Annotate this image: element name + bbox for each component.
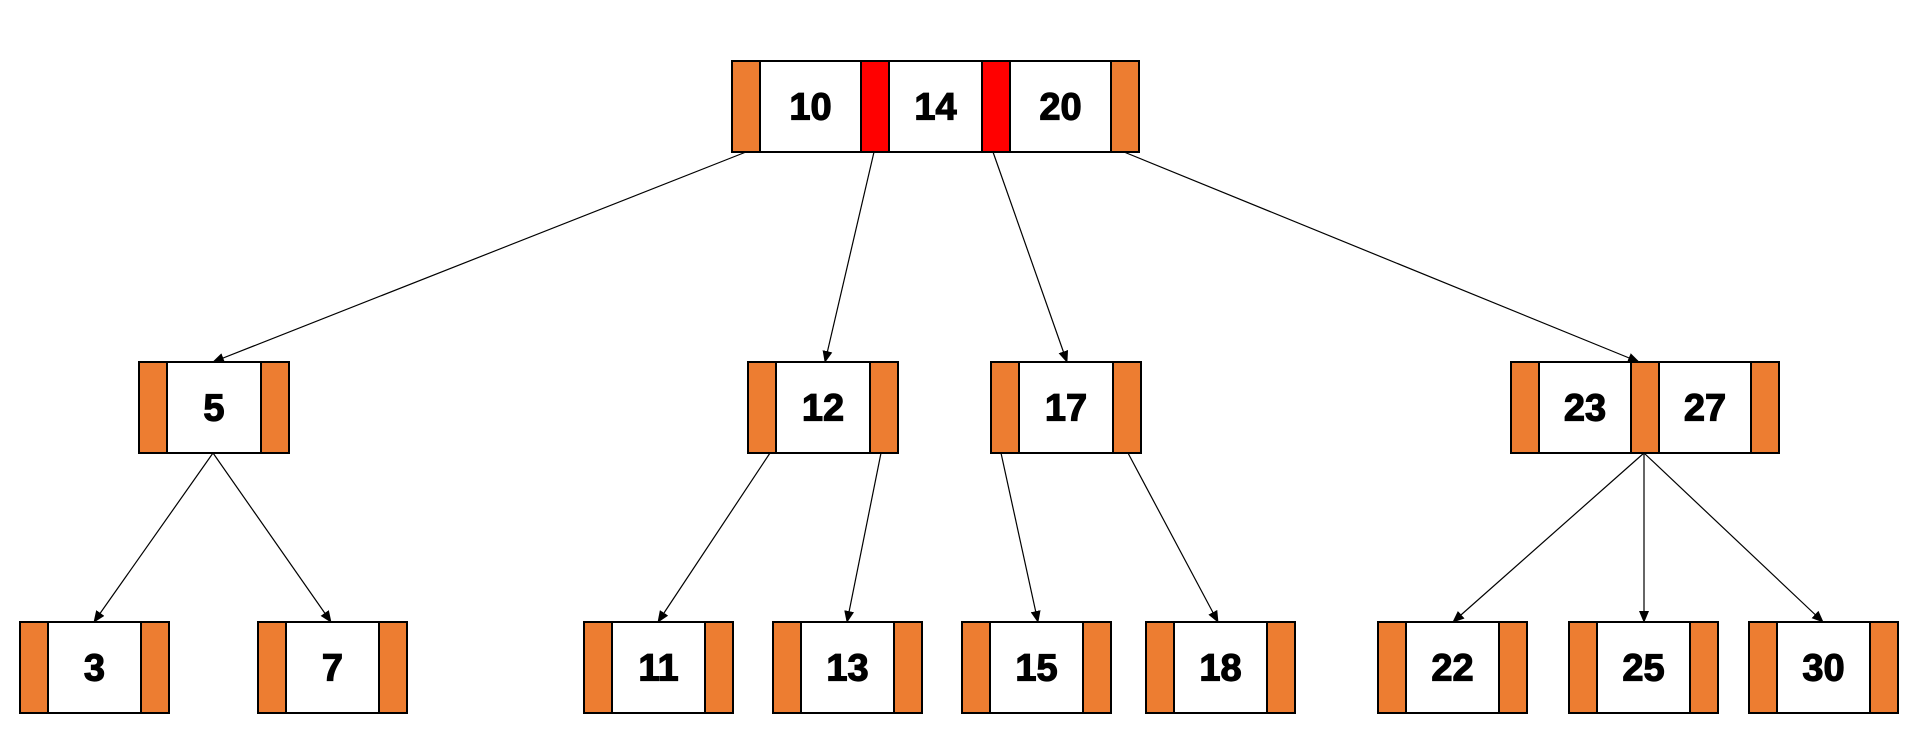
key-label: 27 bbox=[1684, 388, 1726, 430]
edge-root-to-n23_27 bbox=[1123, 151, 1640, 363]
pointer-cell bbox=[1110, 60, 1140, 153]
edge-root-to-n12 bbox=[822, 151, 875, 363]
key-cell bbox=[1776, 621, 1871, 714]
key-label: 13 bbox=[826, 648, 868, 690]
pointer-cell bbox=[1630, 361, 1660, 454]
pointer-cell bbox=[1748, 621, 1778, 714]
key-label: 22 bbox=[1431, 648, 1473, 690]
node-n15: 15 bbox=[961, 621, 1112, 714]
node-n7: 7 bbox=[257, 621, 408, 714]
node-n22: 22 bbox=[1377, 621, 1528, 714]
key-label: 11 bbox=[638, 648, 678, 690]
edge-n23_27-to-n30 bbox=[1643, 452, 1824, 623]
key-cell bbox=[989, 621, 1084, 714]
pointer-cell bbox=[260, 361, 290, 454]
pointer-cell bbox=[869, 361, 899, 454]
pointer-cell bbox=[893, 621, 923, 714]
pointer-cell bbox=[747, 361, 777, 454]
key-label: 25 bbox=[1622, 648, 1664, 690]
pointer-cell bbox=[1498, 621, 1528, 714]
edge-n23_27-to-n22 bbox=[1452, 452, 1645, 623]
edge-root-to-n5 bbox=[212, 151, 747, 363]
key-label: 30 bbox=[1802, 648, 1844, 690]
key-cell bbox=[1173, 621, 1268, 714]
pointer-cell bbox=[1869, 621, 1899, 714]
edge-n17-to-n15 bbox=[1000, 452, 1041, 623]
key-cell bbox=[1018, 361, 1114, 454]
key-cell bbox=[1405, 621, 1500, 714]
key-cell bbox=[1596, 621, 1691, 714]
pointer-cell bbox=[138, 361, 168, 454]
key-label: 10 bbox=[789, 87, 831, 129]
node-n11: 11 bbox=[583, 621, 734, 714]
key-label: 5 bbox=[203, 388, 224, 430]
pointer-cell bbox=[961, 621, 991, 714]
key-cell bbox=[285, 621, 380, 714]
node-n18: 18 bbox=[1145, 621, 1296, 714]
key-label: 23 bbox=[1564, 388, 1606, 430]
pointer-cell bbox=[1266, 621, 1296, 714]
node-n12: 12 bbox=[747, 361, 899, 454]
key-label: 20 bbox=[1039, 87, 1081, 129]
node-n3: 3 bbox=[19, 621, 170, 714]
key-label: 18 bbox=[1199, 648, 1241, 690]
pointer-cell bbox=[1145, 621, 1175, 714]
pointer-cell bbox=[1377, 621, 1407, 714]
pointer-cell bbox=[1112, 361, 1142, 454]
pointer-cell bbox=[1750, 361, 1780, 454]
key-cell bbox=[166, 361, 262, 454]
pointer-cell bbox=[860, 60, 890, 153]
pointer-cell bbox=[583, 621, 613, 714]
node-root: 10 14 20 bbox=[731, 60, 1140, 153]
key-cell bbox=[775, 361, 871, 454]
edge-n5-to-n7 bbox=[212, 452, 332, 623]
pointer-cell bbox=[378, 621, 408, 714]
key-label: 7 bbox=[322, 648, 343, 690]
key-label: 14 bbox=[914, 87, 956, 129]
pointer-cell bbox=[731, 60, 761, 153]
node-n13: 13 bbox=[772, 621, 923, 714]
node-n30: 30 bbox=[1748, 621, 1899, 714]
edge-n5-to-n3 bbox=[93, 452, 214, 623]
pointer-cell bbox=[1082, 621, 1112, 714]
edge-n12-to-n11 bbox=[657, 452, 771, 623]
nodes-layer: 10 14 20 5 12 17 23 27 3 7 11 13 15 18 22 25 30 bbox=[19, 60, 1899, 714]
pointer-cell bbox=[990, 361, 1020, 454]
pointer-cell bbox=[772, 621, 802, 714]
pointer-cell bbox=[1510, 361, 1540, 454]
key-cell bbox=[888, 60, 983, 153]
key-label: 17 bbox=[1045, 388, 1087, 430]
pointer-cell bbox=[257, 621, 287, 714]
pointer-cell bbox=[1689, 621, 1719, 714]
edge-root-to-n17 bbox=[992, 151, 1069, 363]
key-cell bbox=[611, 621, 706, 714]
pointer-cell bbox=[981, 60, 1011, 153]
node-n23_27: 23 27 bbox=[1510, 361, 1780, 454]
edge-n12-to-n13 bbox=[844, 452, 882, 623]
pointer-cell bbox=[140, 621, 170, 714]
key-cell bbox=[1009, 60, 1112, 153]
edge-n17-to-n18 bbox=[1127, 452, 1219, 623]
edges-layer bbox=[93, 151, 1824, 623]
key-cell bbox=[47, 621, 142, 714]
node-n17: 17 bbox=[990, 361, 1142, 454]
pointer-cell bbox=[1568, 621, 1598, 714]
pointer-cell bbox=[704, 621, 734, 714]
key-label: 15 bbox=[1015, 648, 1057, 690]
key-cell bbox=[1538, 361, 1632, 454]
node-n25: 25 bbox=[1568, 621, 1719, 714]
key-label: 12 bbox=[802, 388, 844, 430]
key-label: 3 bbox=[84, 648, 105, 690]
pointer-cell bbox=[19, 621, 49, 714]
node-n5: 5 bbox=[138, 361, 290, 454]
